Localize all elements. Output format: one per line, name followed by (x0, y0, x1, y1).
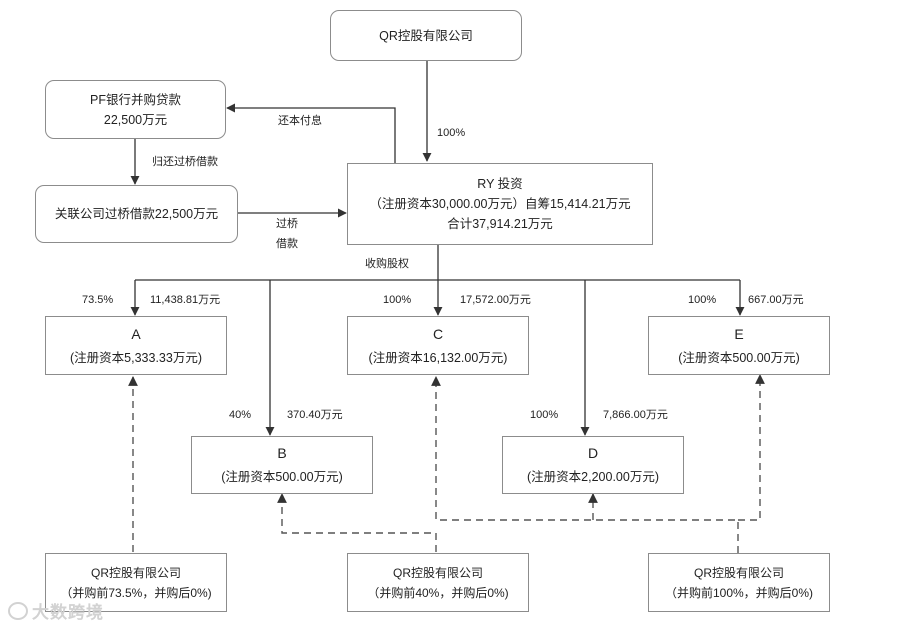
qr-bottom-box-1: QR控股有限公司 （并购前73.5%，并购后0%) (45, 553, 227, 612)
qr-bottom-2-note: （并购前40%，并购后0%) (367, 585, 509, 600)
qr-bottom-1-note: （并购前73.5%，并购后0%) (60, 585, 212, 600)
watermark: 大数跨境 (8, 598, 104, 623)
pf-bank-box: PF银行并购贷款 22,500万元 (45, 80, 226, 139)
qr-bottom-box-3: QR控股有限公司 （并购前100%，并购后0%) (648, 553, 830, 612)
pf-bank-title: PF银行并购贷款 (90, 92, 181, 107)
qr-bottom-box-2: QR控股有限公司 （并购前40%，并购后0%) (347, 553, 529, 612)
edge-qr2-to-b (277, 493, 437, 552)
company-a-box: A (注册资本5,333.33万元) (45, 316, 227, 375)
qr-top-title: QR控股有限公司 (379, 28, 473, 43)
label-a-pct: 73.5% (82, 294, 114, 306)
company-b-name: B (277, 445, 287, 461)
qr-bottom-3-title: QR控股有限公司 (693, 565, 784, 580)
label-a-amt: 11,438.81万元 (150, 294, 221, 306)
company-e-capital: (注册资本500.00万元) (678, 350, 800, 365)
ry-title: RY 投资 (477, 177, 523, 191)
company-b-box: B (注册资本500.00万元) (191, 436, 373, 494)
label-d-amt: 7,866.00万元 (603, 409, 668, 421)
qr-bottom-2-title: QR控股有限公司 (392, 565, 483, 580)
company-a-capital: (注册资本5,333.33万元) (70, 350, 202, 365)
label-bridge-1: 过桥 (276, 218, 298, 230)
label-bridge-2: 借款 (276, 238, 298, 250)
company-d-name: D (587, 445, 599, 461)
edge-qr3-bus (431, 376, 739, 553)
qr-top-box: QR控股有限公司 (330, 10, 522, 61)
ry-capital: （注册资本30,000.00万元）自筹15,414.21万元 (369, 197, 631, 211)
label-e-pct: 100% (688, 294, 717, 306)
label-qr-to-ry: 100% (437, 127, 466, 139)
label-d-pct: 100% (530, 409, 559, 421)
label-acquire: 收购股权 (365, 258, 409, 270)
company-e-box: E (注册资本500.00万元) (648, 316, 830, 375)
edge-ry-to-pf (226, 103, 396, 163)
label-repay: 还本付息 (278, 115, 322, 127)
related-company-title: 关联公司过桥借款22,500万元 (54, 207, 219, 221)
company-b-capital: (注册资本500.00万元) (221, 470, 343, 484)
ry-box: RY 投资 （注册资本30,000.00万元）自筹15,414.21万元 合计3… (347, 163, 653, 245)
ry-total: 合计37,914.21万元 (447, 217, 553, 231)
watermark-logo-icon (8, 601, 28, 620)
company-e-name: E (734, 325, 744, 342)
company-a-name: A (131, 325, 141, 342)
pf-bank-amount: 22,500万元 (103, 112, 168, 127)
label-return-bridge: 归还过桥借款 (152, 156, 218, 168)
edge-qr3-to-e (738, 374, 765, 521)
label-c-amt: 17,572.00万元 (460, 294, 531, 306)
related-company-box: 关联公司过桥借款22,500万元 (35, 185, 238, 243)
label-c-pct: 100% (383, 294, 412, 306)
label-b-pct: 40% (229, 409, 252, 421)
company-d-box: D (注册资本2,200.00万元) (502, 436, 684, 494)
company-d-capital: (注册资本2,200.00万元) (527, 470, 659, 484)
company-c-box: C (注册资本16,132.00万元) (347, 316, 529, 375)
company-c-capital: (注册资本16,132.00万元) (368, 350, 508, 365)
qr-bottom-1-title: QR控股有限公司 (90, 565, 181, 580)
company-c-name: C (432, 325, 444, 342)
label-e-amt: 667.00万元 (748, 294, 804, 306)
label-b-amt: 370.40万元 (287, 409, 343, 421)
watermark-text: 大数跨境 (32, 603, 104, 622)
qr-bottom-3-note: （并购前100%，并购后0%) (664, 585, 814, 600)
